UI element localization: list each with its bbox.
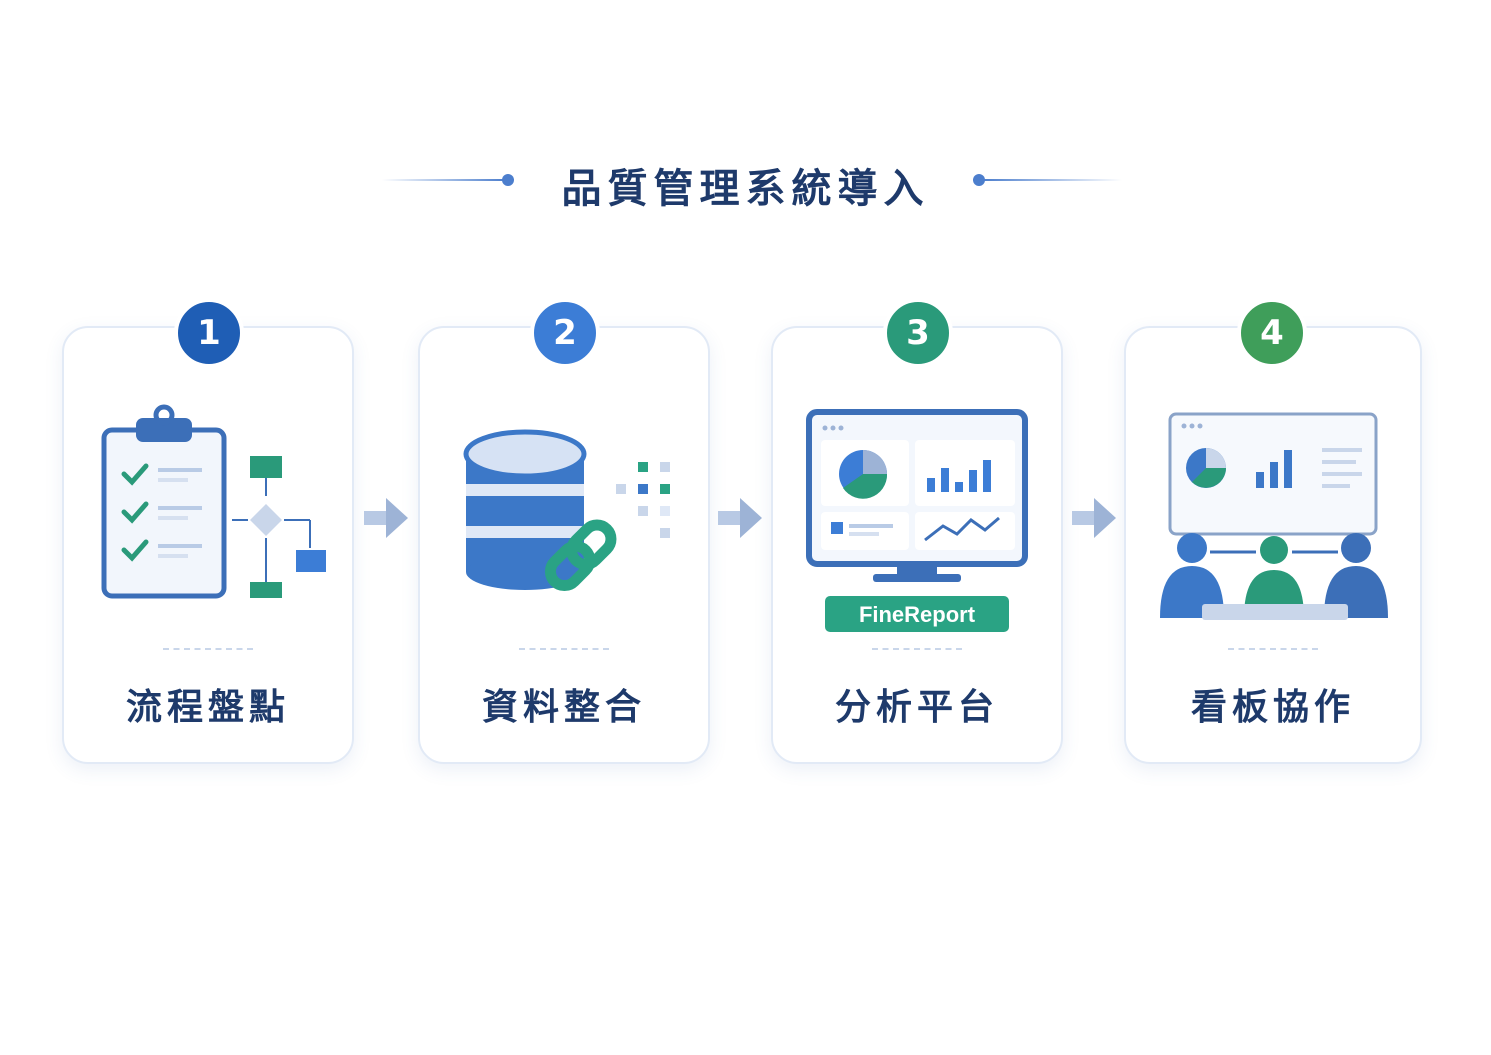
step-badge-2: 2 — [530, 298, 600, 368]
step-label-4: 看板協作 — [1190, 687, 1355, 728]
step-card-4: 看板協作 — [1124, 326, 1422, 764]
step-badge-4: 4 — [1237, 298, 1307, 368]
arrow-right-icon — [364, 498, 408, 538]
step-label-3: 分析平台 — [834, 687, 999, 728]
step-badge-1: 1 — [174, 298, 244, 368]
step-badge-3: 3 — [883, 298, 953, 368]
card-divider — [519, 648, 609, 650]
card-divider — [872, 648, 962, 650]
dashboard-team-icon — [1160, 412, 1388, 620]
page-title: 品質管理系統導入 — [561, 166, 930, 212]
card-divider — [1228, 648, 1318, 650]
title-dot-right — [973, 174, 985, 186]
title-dot-left — [502, 174, 514, 186]
finereport-caption: FineReport — [859, 602, 976, 627]
monitor-dashboard-icon: FineReport — [806, 409, 1028, 632]
database-link-icon — [463, 429, 670, 592]
title-area: 品質管理系統導入 — [0, 150, 1491, 212]
step-label-1: 流程盤點 — [125, 687, 290, 728]
arrow-right-icon — [1072, 498, 1116, 538]
step-card-1: 流程盤點 — [62, 326, 354, 764]
title-line-right — [982, 179, 1122, 181]
clipboard-flowchart-icon — [101, 404, 326, 599]
title-line-left — [382, 179, 506, 181]
step-label-2: 資料整合 — [481, 687, 646, 728]
arrow-right-icon — [718, 498, 762, 538]
card-divider — [163, 648, 253, 650]
step-card-3: FineReport 分析平台 — [771, 326, 1063, 764]
step-card-2: 資料整合 — [418, 326, 710, 764]
